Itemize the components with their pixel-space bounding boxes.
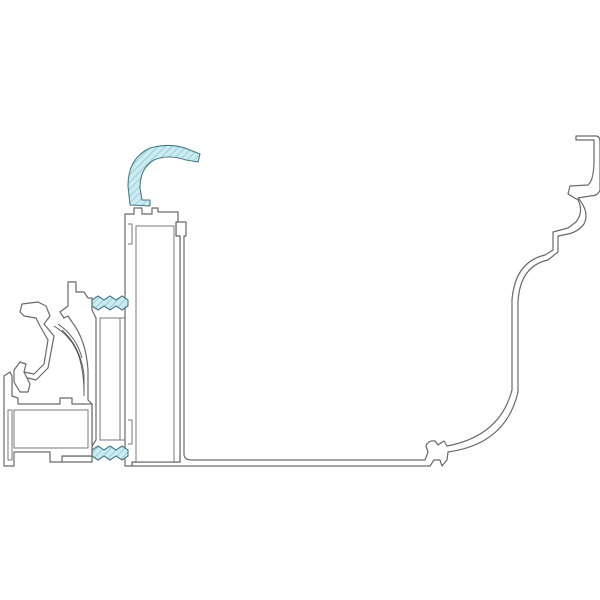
gutter-profile — [131, 135, 600, 467]
clip-insert — [13, 361, 31, 393]
upper-gasket — [91, 295, 129, 311]
cover-cap-gasket — [127, 144, 201, 207]
bead-wire-outer — [53, 325, 85, 393]
mullion-frame — [124, 207, 181, 467]
sash-chamber — [99, 317, 121, 441]
mullion-groove-bottom — [128, 419, 133, 445]
sash-inner-curve — [61, 329, 85, 396]
rail-slot — [7, 409, 13, 461]
sash-frame — [59, 281, 97, 463]
bead-wire-inner — [57, 323, 83, 359]
bottom-rail — [3, 371, 93, 467]
mullion-groove-top — [128, 223, 133, 245]
rail-chamber — [13, 409, 89, 449]
lower-gasket — [91, 445, 129, 461]
mullion-chamber — [135, 225, 175, 463]
base-joint — [120, 317, 125, 441]
